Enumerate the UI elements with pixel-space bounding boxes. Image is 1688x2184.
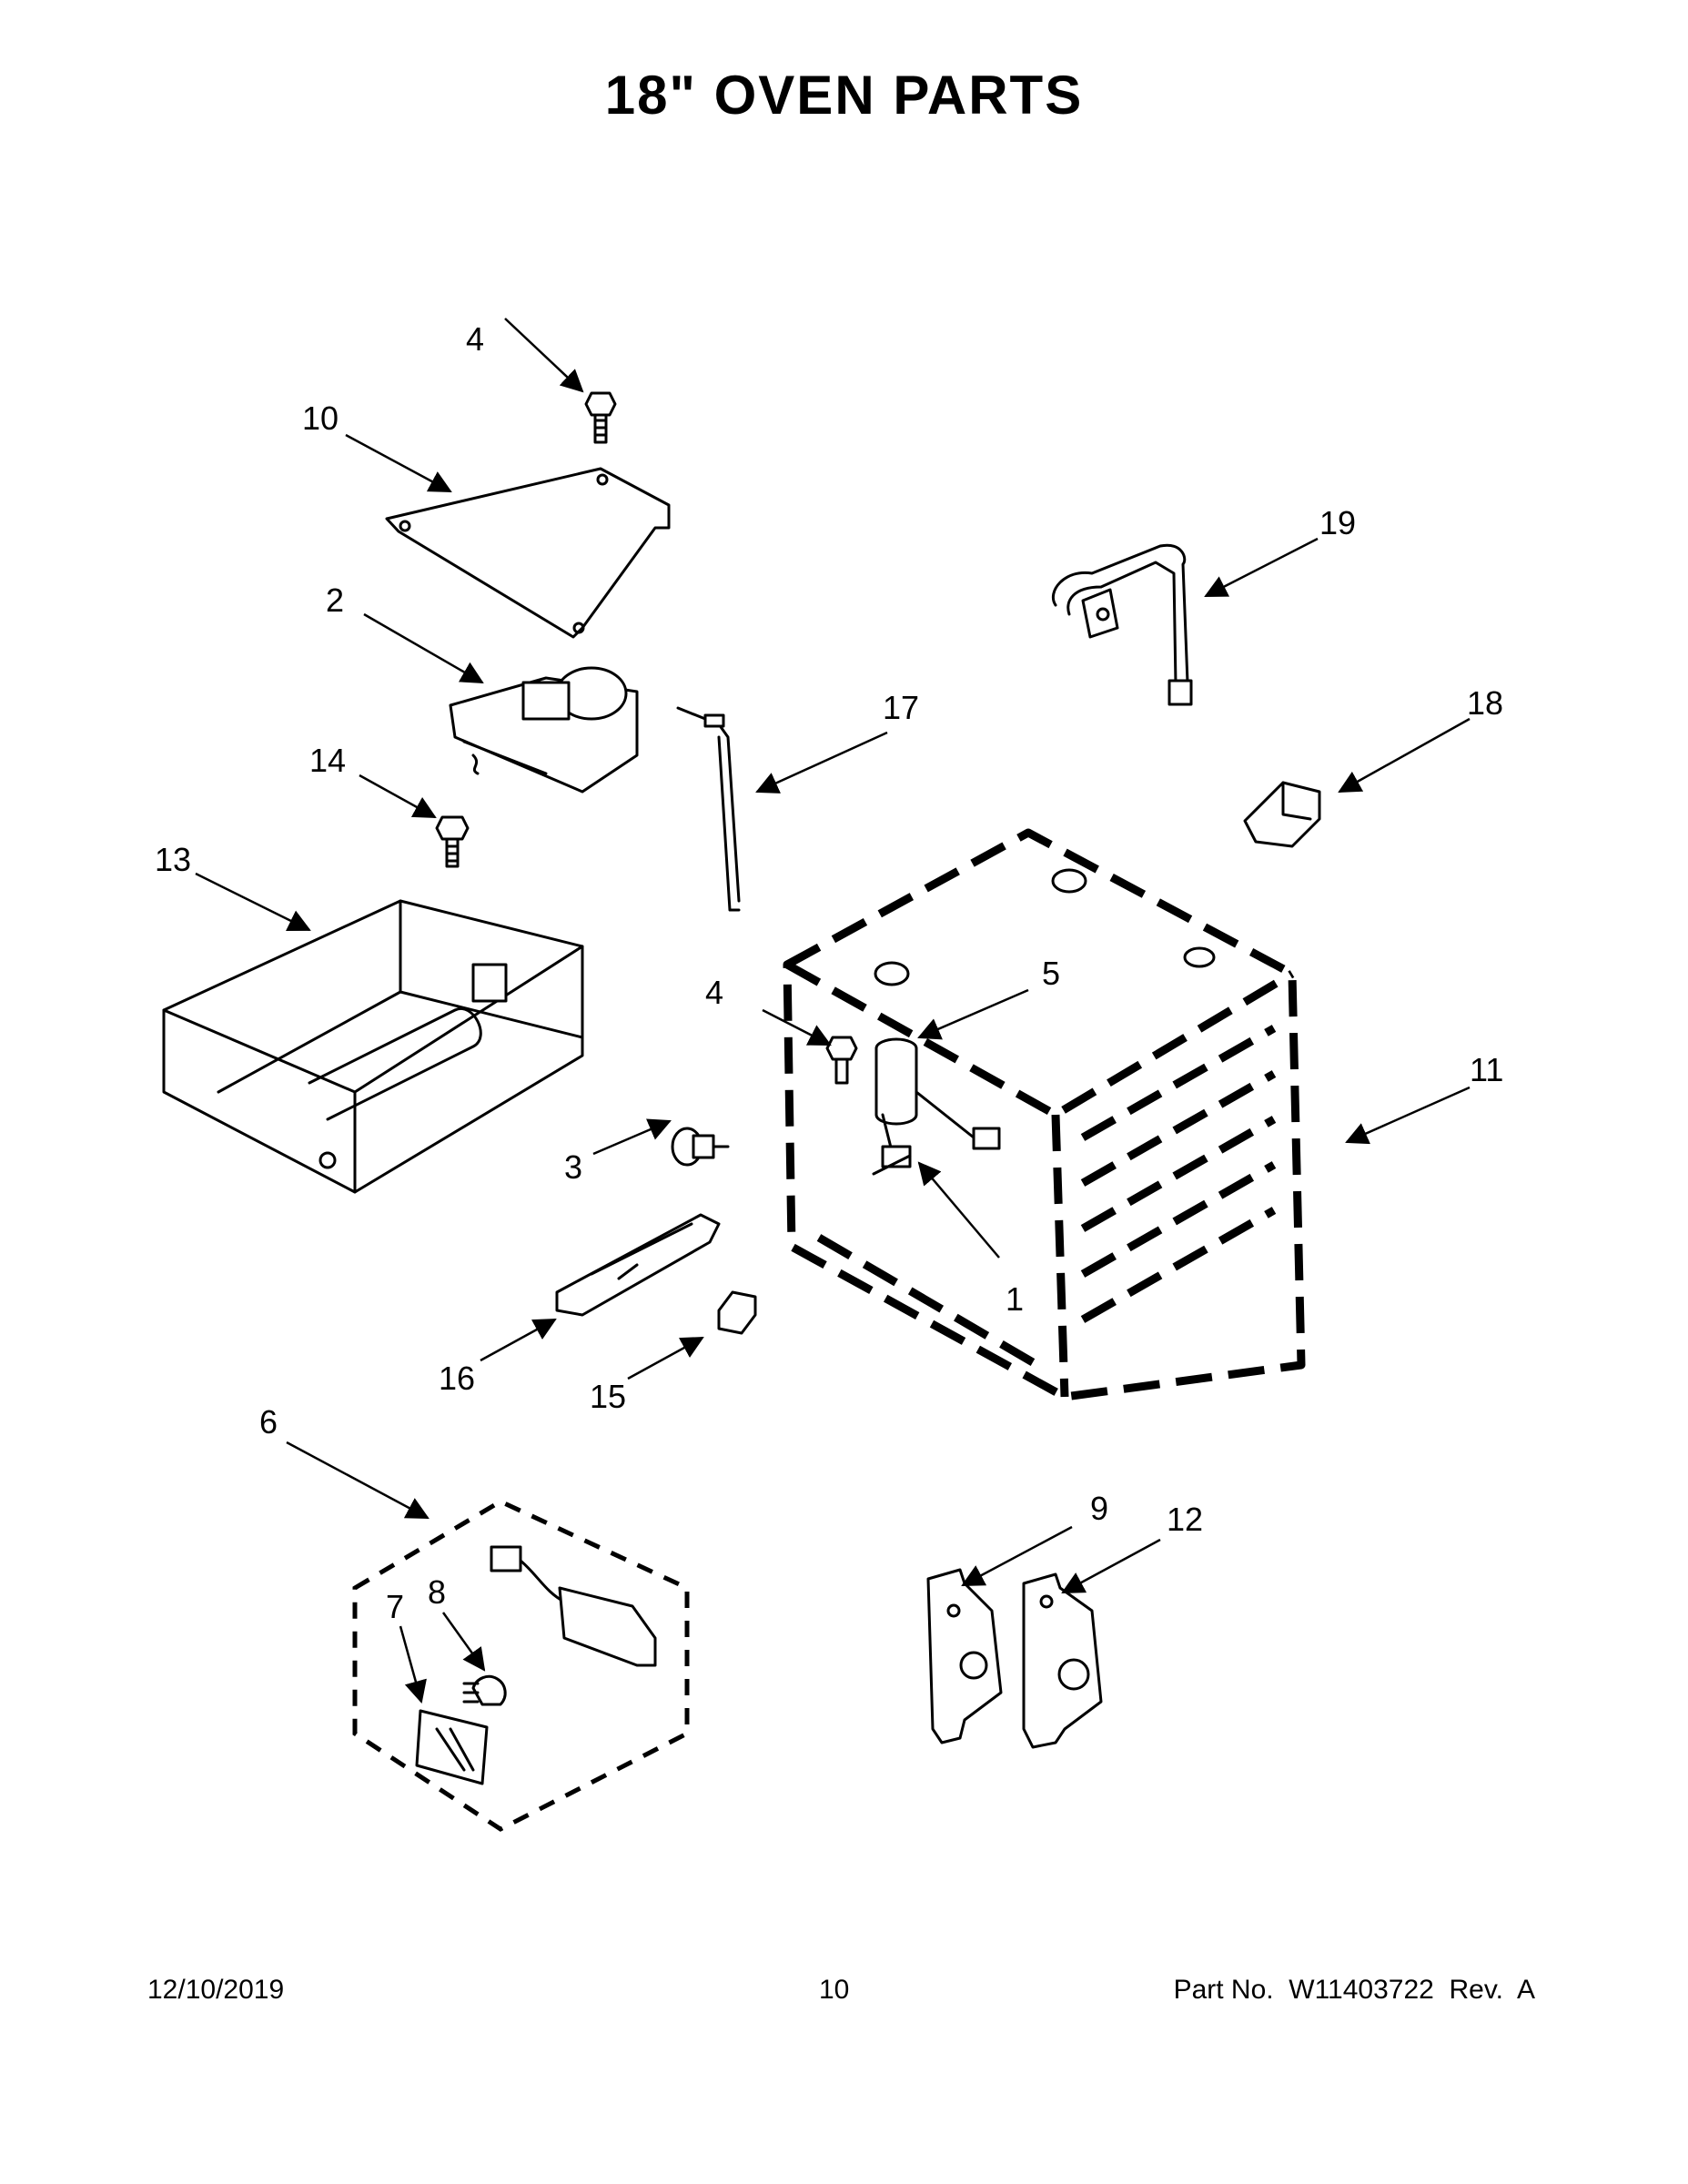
part-12-hinge	[1022, 1572, 1103, 1749]
callout-2: 2	[326, 581, 344, 619]
callout-7: 7	[386, 1588, 404, 1625]
callout-labels: 4 10 2 14 13 17 19 18 4 5 11 3 1 16 15 6…	[155, 320, 1503, 1625]
footer-date: 12/10/2019	[147, 1975, 285, 2005]
callout-19: 19	[1319, 504, 1356, 541]
callout-8: 8	[428, 1573, 446, 1611]
part-14-screw	[435, 815, 470, 868]
leader-lines	[195, 318, 1471, 1704]
part-6-light-kit	[352, 1499, 690, 1832]
callout-3: 3	[564, 1148, 582, 1186]
callout-9: 9	[1090, 1490, 1108, 1527]
part-16-burner	[555, 1213, 721, 1317]
callout-4-lower: 4	[705, 974, 723, 1011]
part-9-hinge	[926, 1568, 1003, 1744]
callout-18: 18	[1467, 684, 1503, 722]
part-7-lens	[415, 1709, 489, 1785]
part-1-bracket	[872, 1145, 912, 1176]
part-4-screw-lower	[825, 1036, 858, 1085]
callout-5: 5	[1042, 955, 1060, 992]
callout-10: 10	[302, 399, 339, 437]
callout-16: 16	[439, 1360, 475, 1397]
part-3-connector	[671, 1127, 730, 1167]
light-socket-assembly	[490, 1545, 657, 1667]
part-17-probe	[676, 706, 741, 912]
callout-11: 11	[1470, 1051, 1503, 1088]
part-5-igniter	[874, 1037, 1001, 1153]
part-2-valve-assembly	[449, 666, 639, 794]
footer-part-number: Part No. W11403722 Rev. A	[1173, 1975, 1535, 2005]
callout-13: 13	[155, 841, 191, 878]
part-4-screw-top	[584, 391, 617, 444]
page-title: 18" OVEN PARTS	[604, 65, 1084, 126]
callout-1: 1	[1006, 1280, 1024, 1318]
part-10-bracket-plate	[385, 467, 671, 639]
callout-12: 12	[1167, 1501, 1203, 1538]
part-15-bracket	[717, 1290, 757, 1335]
callout-6: 6	[259, 1403, 278, 1441]
part-8-bulb	[462, 1674, 507, 1706]
callout-15: 15	[590, 1378, 626, 1415]
callout-14: 14	[309, 742, 346, 779]
part-19-gas-tube	[1052, 543, 1193, 706]
part-11-oven-cavity	[783, 828, 1306, 1401]
part-18-clip	[1243, 781, 1321, 848]
callout-4-top: 4	[466, 320, 484, 358]
footer-page-number: 10	[819, 1975, 850, 2005]
part-13-burner-box	[162, 899, 584, 1194]
callout-17: 17	[883, 689, 919, 726]
